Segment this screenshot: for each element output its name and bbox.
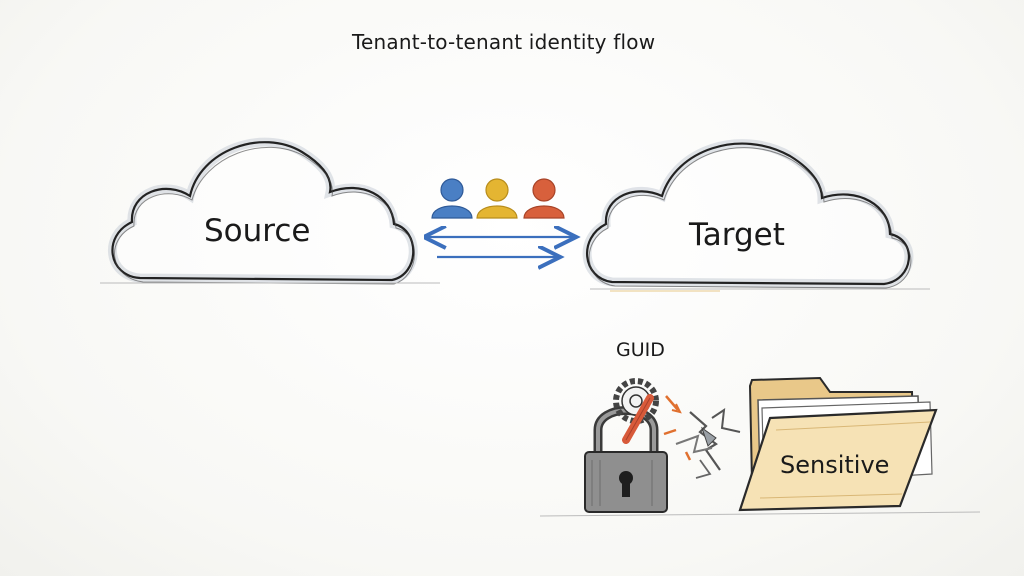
padlock-icon bbox=[584, 406, 668, 513]
broken-link-icon bbox=[675, 407, 741, 479]
source-label: Source bbox=[204, 213, 311, 249]
target-label: Target bbox=[689, 217, 785, 253]
users-group bbox=[431, 178, 565, 219]
user-icon bbox=[431, 178, 473, 219]
folder-icon bbox=[539, 376, 981, 517]
user-icon bbox=[523, 178, 565, 219]
diagram-title: Tenant-to-tenant identity flow bbox=[352, 30, 656, 54]
target-cloud bbox=[582, 139, 930, 292]
user-icon bbox=[476, 178, 518, 219]
guid-label: GUID bbox=[616, 339, 665, 361]
gear-icon bbox=[613, 378, 659, 444]
spark-icon bbox=[663, 395, 692, 461]
sync-arrows bbox=[426, 237, 574, 257]
folder-label: Sensitive bbox=[780, 451, 890, 479]
source-cloud bbox=[100, 137, 440, 285]
